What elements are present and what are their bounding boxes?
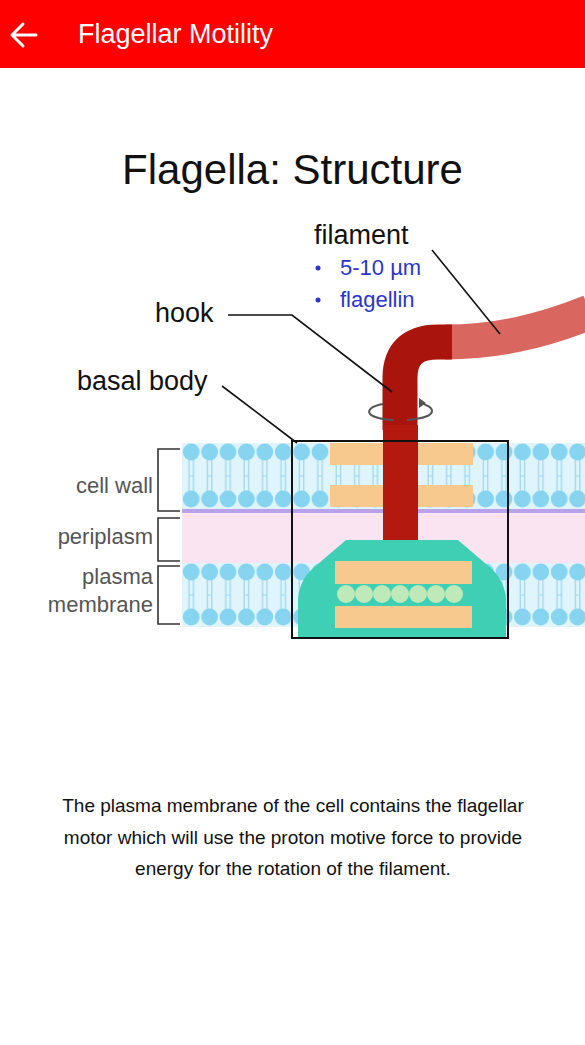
part-label: filament xyxy=(314,218,409,252)
motor-shape xyxy=(298,540,506,638)
ms-ring-bead xyxy=(373,585,391,603)
ms-ring-bead xyxy=(355,585,373,603)
bullet xyxy=(316,266,321,271)
basal-body-frame xyxy=(292,441,508,638)
motor-ring xyxy=(335,606,472,628)
leader-line xyxy=(222,386,297,443)
bullet xyxy=(316,298,321,303)
header-bar xyxy=(0,0,585,68)
diagram-caption: The plasma membrane of the cell contains… xyxy=(50,790,536,885)
periplasm-bracket xyxy=(158,518,180,561)
ms-ring-bead xyxy=(337,585,355,603)
plasma-membrane-bracket xyxy=(158,566,180,624)
arrow-head xyxy=(419,398,426,408)
rotation-arrow xyxy=(369,404,394,420)
ms-ring-bead xyxy=(427,585,445,603)
part-label: hook xyxy=(155,296,214,330)
hook-shape xyxy=(400,342,452,430)
back-arrow xyxy=(12,24,36,46)
diagram-title: Flagella: Structure xyxy=(0,144,585,196)
leader-line xyxy=(228,315,392,392)
filament-shape xyxy=(445,312,585,342)
ms-ring-bead xyxy=(445,585,463,603)
layer-label: cell wall xyxy=(76,471,153,501)
layer-label: periplasm xyxy=(58,522,153,552)
motor-ring xyxy=(335,561,472,584)
cell-wall-bracket xyxy=(158,449,180,511)
layer-label: plasma membrane xyxy=(23,563,153,619)
ms-ring-bead xyxy=(391,585,409,603)
screen-title: Flagellar Motility xyxy=(78,17,273,51)
detail-note: flagellin xyxy=(340,285,415,315)
part-label: basal body xyxy=(77,364,208,398)
detail-note: 5-10 µm xyxy=(340,253,421,283)
ms-ring-bead xyxy=(409,585,427,603)
leader-line xyxy=(432,250,500,334)
